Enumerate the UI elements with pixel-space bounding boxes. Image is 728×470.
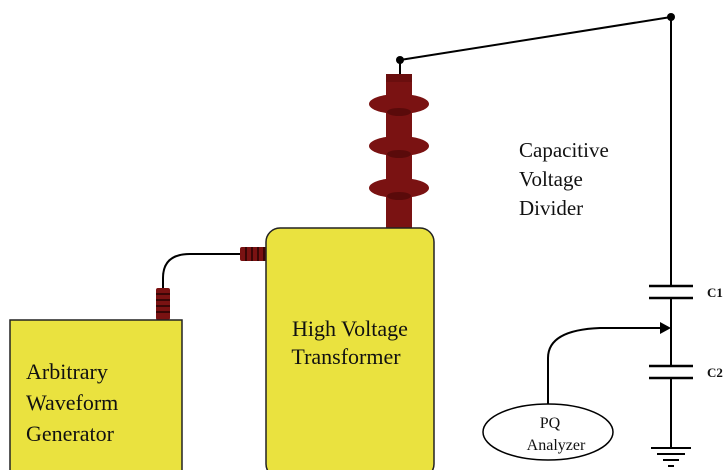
ground-symbol-icon (651, 447, 691, 467)
pq-analyzer: PQ Analyzer (482, 403, 614, 461)
tap-arrow-icon (660, 322, 671, 334)
divider-label: Capacitive Voltage Divider (519, 138, 609, 220)
capacitor-c2-icon (649, 364, 693, 380)
transformer-connector-icon (240, 247, 268, 261)
transformer-label-line1: High Voltage (292, 316, 408, 341)
generator-label-line1: Arbitrary (26, 359, 108, 384)
analyzer-tap-lead (547, 322, 671, 405)
lead-junction-dot (396, 56, 404, 64)
transformer-label-line2: Transformer (291, 344, 401, 369)
capacitor-c1-icon (649, 284, 693, 300)
bushing-insulator-icon (369, 74, 429, 234)
pq-analyzer-label-line2: Analyzer (527, 437, 586, 454)
generator-label-line3: Generator (26, 421, 115, 446)
overhead-lead (396, 13, 675, 76)
capacitor-c2-label: C2 (707, 365, 723, 380)
divider-label-line3: Divider (519, 196, 583, 220)
divider-label-line2: Voltage (519, 167, 583, 191)
high-voltage-transformer: High Voltage Transformer (265, 227, 435, 470)
divider-label-line1: Capacitive (519, 138, 609, 162)
generator-connector-icon (156, 288, 170, 320)
arbitrary-waveform-generator: Arbitrary Waveform Generator (9, 319, 183, 470)
pq-analyzer-label-line1: PQ (540, 415, 561, 432)
generator-feed-wire (162, 253, 242, 290)
generator-label-line2: Waveform (26, 390, 118, 415)
capacitor-c1-label: C1 (707, 285, 723, 300)
